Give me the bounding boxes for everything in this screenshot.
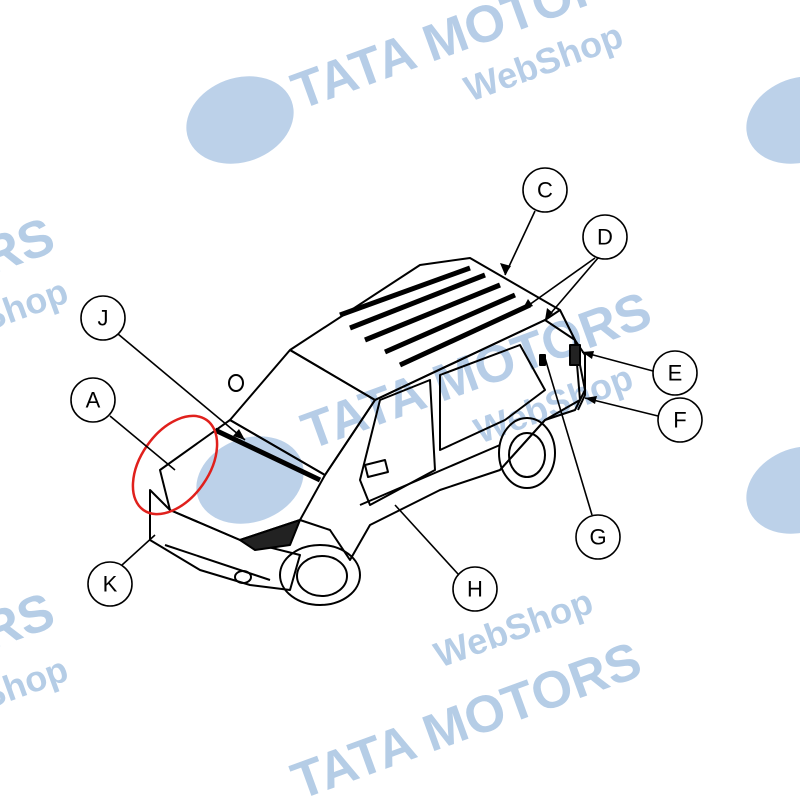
- callout-C: C: [522, 167, 568, 213]
- callout-J: J: [80, 295, 126, 341]
- svg-text:A: A: [86, 388, 101, 413]
- svg-text:K: K: [103, 572, 118, 597]
- callout-A: A: [70, 377, 116, 423]
- svg-text:C: C: [537, 178, 553, 203]
- callout-D: D: [582, 214, 628, 260]
- car-illustration: [149, 257, 586, 606]
- svg-text:F: F: [673, 408, 686, 433]
- svg-text:H: H: [467, 577, 483, 602]
- callout-E: E: [652, 350, 698, 396]
- watermark-short-sub: Shop: [0, 648, 73, 717]
- callout-K: K: [87, 561, 133, 607]
- svg-text:D: D: [597, 225, 613, 250]
- leader-lines: [109, 210, 659, 575]
- watermark-short-sub: Shop: [0, 270, 73, 339]
- callout-G: G: [575, 514, 621, 560]
- callout-F: F: [657, 397, 703, 443]
- highlight-ellipse: [131, 414, 219, 516]
- watermark-short: RS: [0, 582, 62, 661]
- svg-text:E: E: [668, 361, 683, 386]
- callout-H: H: [452, 566, 498, 612]
- svg-text:G: G: [589, 525, 606, 550]
- leader-arrowheads: [233, 263, 597, 440]
- svg-text:J: J: [98, 306, 109, 331]
